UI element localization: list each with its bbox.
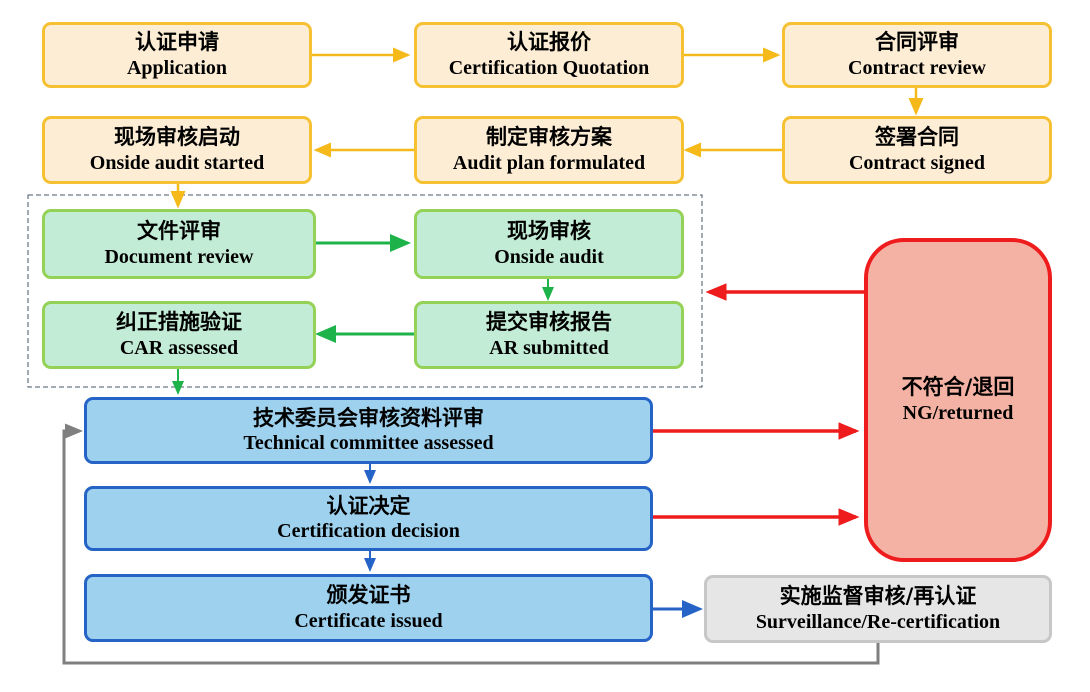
node-quotation-zh: 认证报价: [507, 30, 591, 55]
node-application-en: Application: [126, 56, 228, 79]
node-audit-plan-en: Audit plan formulated: [452, 151, 646, 174]
node-application: 认证申请 Application: [42, 22, 312, 88]
node-car-assessed-en: CAR assessed: [119, 336, 239, 359]
node-onside-audit-en: Onside audit: [494, 245, 604, 268]
node-onside-audit-started: 现场审核启动 Onside audit started: [42, 116, 312, 184]
node-audit-plan: 制定审核方案 Audit plan formulated: [414, 116, 684, 184]
node-contract-review-en: Contract review: [848, 56, 986, 79]
node-ng-returned: 不符合/退回 NG/returned: [864, 238, 1052, 562]
node-ar-submitted-zh: 提交审核报告: [486, 310, 612, 335]
node-car-assessed: 纠正措施验证 CAR assessed: [42, 301, 316, 369]
node-document-review-zh: 文件评审: [137, 219, 221, 244]
node-contract-review: 合同评审 Contract review: [782, 22, 1052, 88]
node-certification-decision-zh: 认证决定: [326, 493, 411, 518]
node-contract-review-zh: 合同评审: [875, 30, 959, 55]
node-car-assessed-zh: 纠正措施验证: [116, 310, 242, 335]
node-certificate-issued-zh: 颁发证书: [326, 583, 411, 608]
node-onside-audit-zh: 现场审核: [507, 219, 591, 244]
node-contract-signed-en: Contract signed: [848, 151, 986, 174]
node-application-zh: 认证申请: [135, 30, 219, 55]
node-technical-committee-en: Technical committee assessed: [243, 432, 494, 455]
node-document-review: 文件评审 Document review: [42, 209, 316, 279]
arrow-surveillance-loop: [62, 423, 880, 665]
node-ng-returned-zh: 不符合/退回: [901, 375, 1015, 400]
node-ar-submitted: 提交审核报告 AR submitted: [414, 301, 684, 369]
node-contract-signed: 签署合同 Contract signed: [782, 116, 1052, 184]
node-quotation: 认证报价 Certification Quotation: [414, 22, 684, 88]
node-ng-returned-en: NG/returned: [902, 401, 1014, 424]
node-quotation-en: Certification Quotation: [448, 56, 650, 79]
node-certificate-issued-en: Certificate issued: [294, 609, 443, 632]
node-technical-committee: 技术委员会审核资料评审 Technical committee assessed: [84, 397, 653, 464]
node-surveillance-zh: 实施监督审核/再认证: [779, 584, 977, 609]
node-technical-committee-zh: 技术委员会审核资料评审: [253, 405, 484, 430]
node-certification-decision-en: Certification decision: [277, 520, 460, 543]
node-onside-audit-started-en: Onside audit started: [89, 151, 265, 174]
node-certificate-issued: 颁发证书 Certificate issued: [84, 574, 653, 642]
node-document-review-en: Document review: [104, 245, 254, 268]
node-contract-signed-zh: 签署合同: [875, 125, 959, 150]
node-audit-plan-zh: 制定审核方案: [486, 125, 612, 150]
node-surveillance-en: Surveillance/Re-certification: [755, 610, 1001, 633]
node-certification-decision: 认证决定 Certification decision: [84, 486, 653, 551]
audit-stage-frame: [27, 194, 703, 388]
node-onside-audit: 现场审核 Onside audit: [414, 209, 684, 279]
node-surveillance: 实施监督审核/再认证 Surveillance/Re-certification: [704, 575, 1052, 643]
node-ar-submitted-en: AR submitted: [489, 336, 609, 359]
node-onside-audit-started-zh: 现场审核启动: [114, 125, 240, 150]
